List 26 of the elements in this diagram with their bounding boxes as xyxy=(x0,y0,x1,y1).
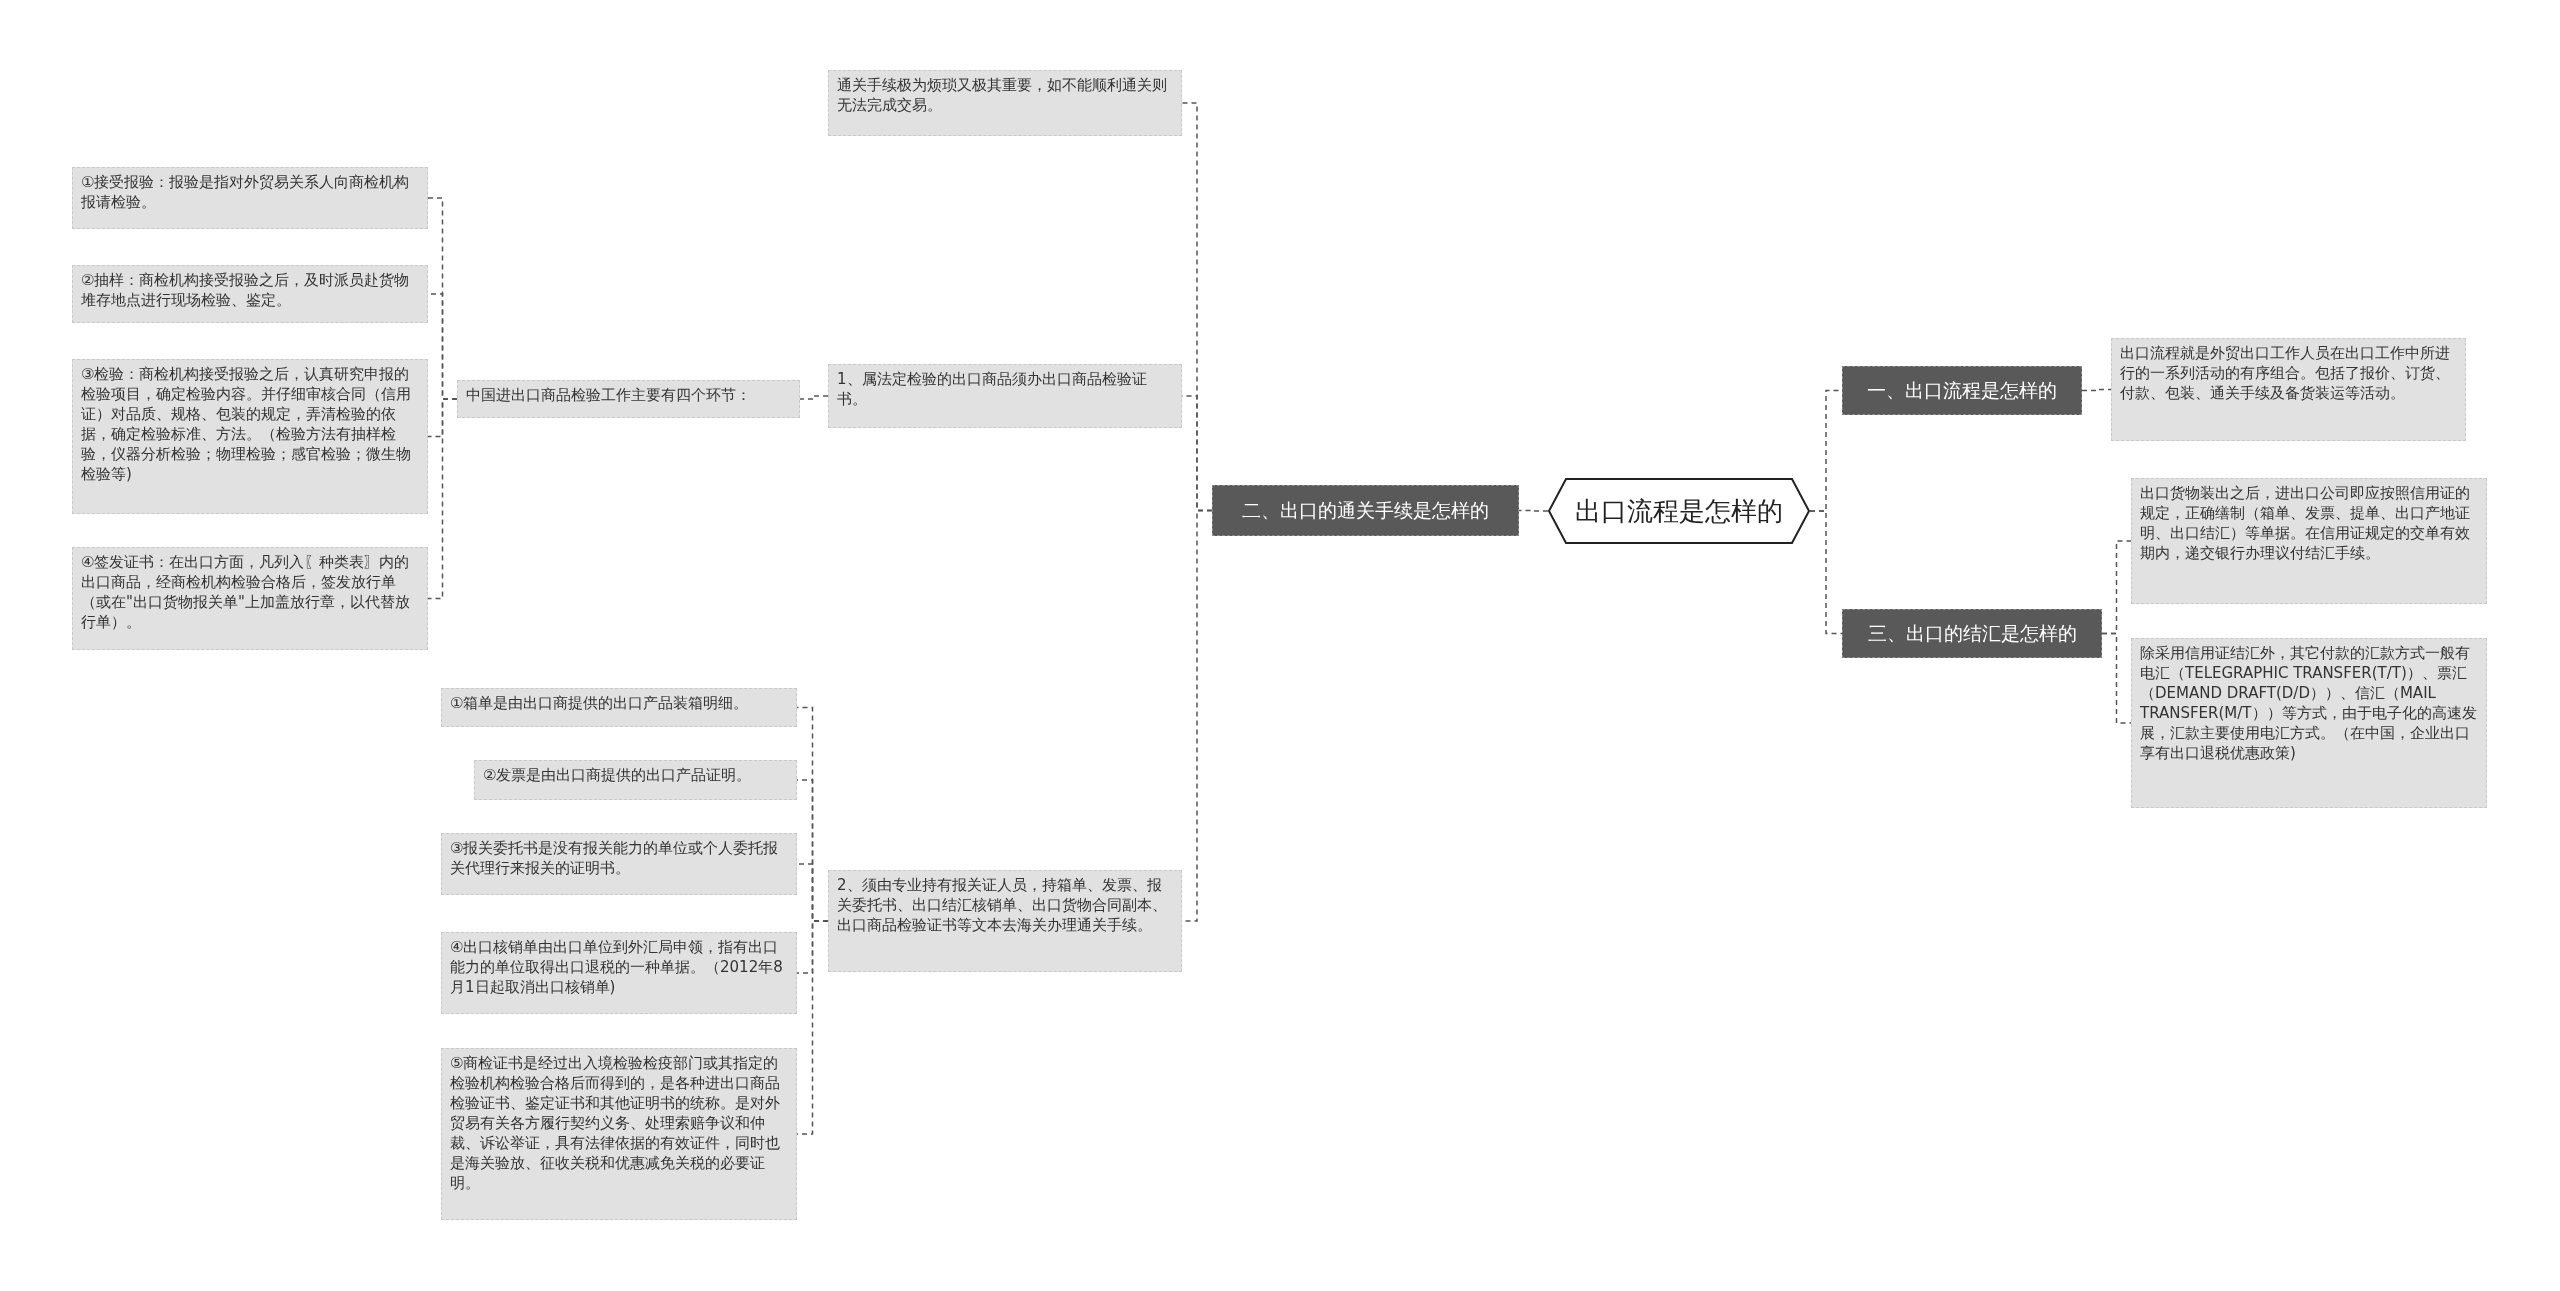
note-box: 2、须由专业持有报关证人员，持箱单、发票、报关委托书、出口结汇核销单、出口货物合同副本、出口商品检验证书等文本去海关办理通关手续。 xyxy=(828,870,1182,972)
central-topic: 出口流程是怎样的 xyxy=(1548,478,1810,544)
connector-line xyxy=(1809,510,1843,635)
note-box: ①接受报验：报验是指对外贸易关系人向商检机构报请检验。 xyxy=(72,167,428,229)
note-box: ③检验：商检机构接受报验之后，认真研究申报的检验项目，确定检验内容。并仔细审核合同（信用证）对品质、规格、包装的规定，弄清检验的依据，确定检验标准、方法。（检验方法有抽样检验，仪器分析检验；物理检验；感官检验；微生物检验等) xyxy=(72,359,428,514)
connector-line xyxy=(2081,388,2112,392)
note-box: ①箱单是由出口商提供的出口产品装箱明细。 xyxy=(441,688,797,727)
note-box: ④出口核销单由出口单位到外汇局申领，指有出口能力的单位取得出口退税的一种单据。（2012年8月1日起取消出口核销单) xyxy=(441,932,797,1014)
connector-line xyxy=(799,395,829,400)
note-box: 除采用信用证结汇外，其它付款的汇款方式一般有电汇（TELEGRAPHIC TRANSFER(T/T)）、票汇（DEMAND DRAFT(D/D））、信汇（MAIL TRANSFER(M/T））等方式，由于电子化的高速发展，汇款主要使用电汇方式。（在中国，企业出口享有出口退税优惠政策) xyxy=(2131,638,2487,808)
note-box: 通关手续极为烦琐又极其重要，如不能顺利通关则无法完成交易。 xyxy=(828,70,1182,136)
topic-box: 三、出口的结汇是怎样的 xyxy=(1842,609,2102,658)
note-box: 出口货物装出之后，进出口公司即应按照信用证的规定，正确缮制（箱单、发票、提单、出口产地证明、出口结汇）等单据。在信用证规定的交单有效期内，递交银行办理议付结汇手续。 xyxy=(2131,478,2487,604)
connector-line xyxy=(1518,509,1549,512)
note-box: ②抽样：商检机构接受报验之后，及时派员赴货物堆存地点进行现场检验、鉴定。 xyxy=(72,265,428,323)
note-box: 1、属法定检验的出口商品须办出口商品检验证书。 xyxy=(828,364,1182,428)
connector-line xyxy=(427,398,458,600)
note-box: ④签发证书：在出口方面，凡列入〖种类表〗内的出口商品，经商检机构检验合格后，签发放行单（或在"出口货物报关单"上加盖放行章，以代替放行单）。 xyxy=(72,547,428,650)
note-box: 出口流程就是外贸出口工作人员在出口工作中所进行的一系列活动的有序组合。包括了报价、订货、付款、包装、通关手续及备货装运等活动。 xyxy=(2111,338,2466,441)
topic-box: 二、出口的通关手续是怎样的 xyxy=(1212,485,1519,536)
note-box: ③报关委托书是没有报关能力的单位或个人委托报关代理行来报关的证明书。 xyxy=(441,833,797,895)
note-box: ⑤商检证书是经过出入境检验检疫部门或其指定的检验机构检验合格后而得到的，是各种进出口商品检验证书、鉴定证书和其他证明书的统称。是对外贸易有关各方履行契约义务、处理索赔争议和仲裁、诉讼举证，具有法律依据的有效证件，同时也是海关验放、征收关税和优惠减免关税的必要证明。 xyxy=(441,1048,797,1220)
topic-box: 一、出口流程是怎样的 xyxy=(1842,366,2082,415)
note-box: 中国进出口商品检验工作主要有四个环节： xyxy=(457,380,800,418)
note-box: ②发票是由出口商提供的出口产品证明。 xyxy=(474,760,797,800)
connector-line xyxy=(2101,632,2132,724)
